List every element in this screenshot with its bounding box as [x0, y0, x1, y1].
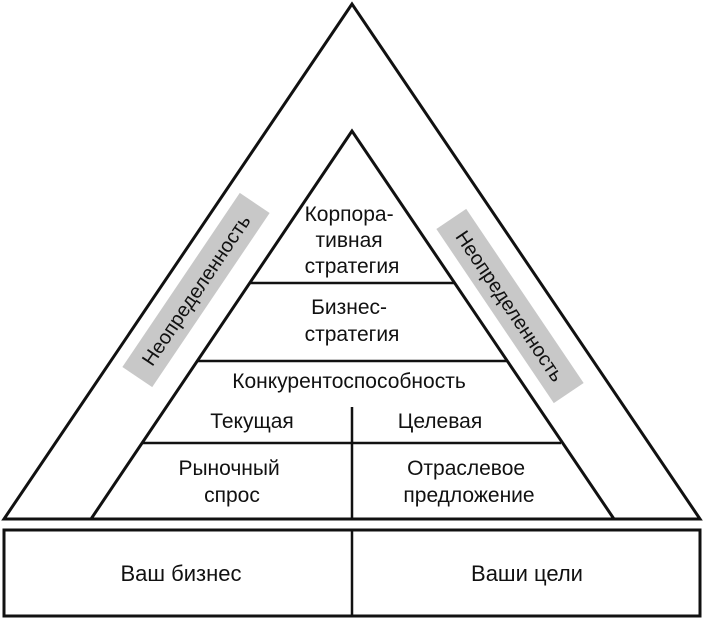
current-label: Текущая	[210, 410, 294, 433]
your-goals-label: Ваши цели	[471, 561, 583, 586]
target-label: Целевая	[398, 410, 482, 433]
corporate-strategy-label: Корпора- тивная стратегия	[305, 203, 400, 278]
market-demand-line-1: Рыночный	[178, 457, 279, 480]
competitiveness-label: Конкурентоспособность	[232, 370, 466, 393]
business-strategy-label: Бизнес- стратегия	[305, 296, 400, 346]
left-uncertainty-band: Неопределенность	[122, 192, 270, 388]
right-uncertainty-bg	[436, 208, 584, 404]
business-strategy-line-1: Бизнес-	[311, 296, 387, 319]
industry-supply-line-2: предложение	[403, 484, 534, 507]
market-demand-label: Рыночный спрос	[178, 457, 285, 507]
industry-supply-line-1: Отраслевое	[407, 457, 525, 480]
corporate-strategy-line-2: тивная	[316, 229, 383, 252]
business-strategy-line-2: стратегия	[305, 323, 400, 346]
corporate-strategy-line-1: Корпора-	[305, 203, 394, 226]
left-uncertainty-bg	[122, 192, 270, 388]
market-demand-line-2: спрос	[204, 484, 260, 507]
corporate-strategy-line-3: стратегия	[305, 255, 400, 278]
your-business-label: Ваш бизнес	[120, 561, 241, 586]
industry-supply-label: Отраслевое предложение	[403, 457, 534, 507]
